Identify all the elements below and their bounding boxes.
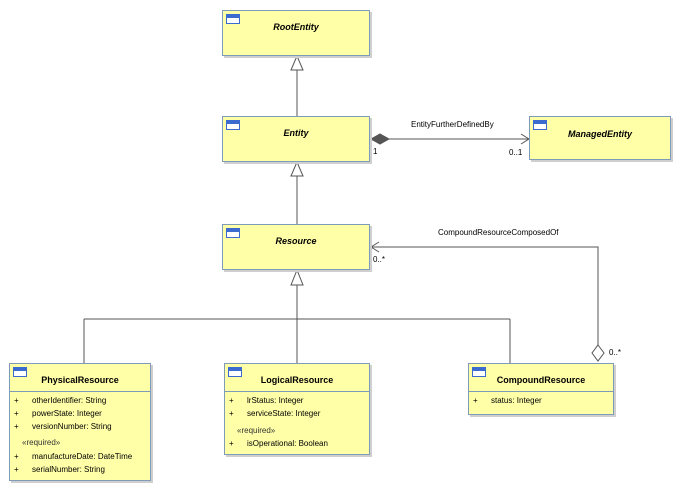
attribute-separator bbox=[10, 391, 150, 392]
association-name: EntityFurtherDefinedBy bbox=[411, 120, 494, 129]
attribute: +manufactureDate: DateTime bbox=[14, 452, 133, 461]
attribute-separator bbox=[225, 391, 369, 392]
multiplicity-label: 1 bbox=[373, 147, 378, 156]
class-icon bbox=[533, 120, 547, 130]
class-name: Resource bbox=[275, 236, 317, 246]
attribute: +lrStatus: Integer bbox=[229, 396, 304, 405]
generalization-arrow-root-entity bbox=[290, 54, 304, 71]
class-managed-entity[interactable]: ManagedEntity bbox=[529, 116, 671, 160]
multiplicity-label: 0..* bbox=[609, 348, 622, 357]
attribute: +serviceState: Integer bbox=[229, 409, 321, 418]
aggregation-diamond bbox=[591, 344, 605, 362]
attribute: +versionNumber: String bbox=[14, 422, 112, 431]
association-name: CompoundResourceComposedOf bbox=[438, 228, 559, 237]
class-compound-resource[interactable]: CompoundResource +status: Integer bbox=[468, 363, 614, 415]
class-icon bbox=[472, 367, 486, 377]
multiplicity-label: 0..* bbox=[373, 255, 386, 264]
association-arrow-resource bbox=[370, 241, 380, 253]
class-name: CompoundResource bbox=[496, 375, 586, 385]
class-physical-resource[interactable]: PhysicalResource +otherIdentifier: Strin… bbox=[9, 363, 151, 481]
stereotype-label: «required» bbox=[237, 426, 276, 435]
class-name: RootEntity bbox=[273, 22, 319, 32]
generalization-arrow-entity bbox=[290, 160, 304, 177]
composition-diamond bbox=[369, 133, 391, 145]
class-icon bbox=[226, 120, 240, 130]
class-name: Entity bbox=[283, 128, 309, 138]
class-logical-resource[interactable]: LogicalResource +lrStatus: Integer +serv… bbox=[224, 363, 370, 455]
generalization-arrow-resource bbox=[290, 268, 304, 286]
attribute-separator bbox=[469, 391, 613, 392]
class-icon bbox=[13, 367, 27, 377]
class-icon bbox=[226, 228, 240, 238]
class-resource[interactable]: Resource bbox=[222, 224, 370, 270]
stereotype-label: «required» bbox=[22, 438, 61, 447]
class-icon bbox=[228, 367, 242, 377]
attribute: +serialNumber: String bbox=[14, 465, 105, 474]
attribute: +powerState: Integer bbox=[14, 409, 102, 418]
attribute: +isOperational: Boolean bbox=[229, 439, 328, 448]
multiplicity-label: 0..1 bbox=[509, 148, 523, 157]
class-root-entity[interactable]: RootEntity bbox=[222, 10, 370, 56]
class-name: PhysicalResource bbox=[41, 375, 119, 385]
class-icon bbox=[226, 14, 240, 24]
class-entity[interactable]: Entity bbox=[222, 116, 370, 162]
class-name: ManagedEntity bbox=[567, 129, 632, 139]
attribute: +otherIdentifier: String bbox=[14, 396, 107, 405]
association-line-compound bbox=[371, 246, 599, 345]
class-name: LogicalResource bbox=[260, 375, 334, 385]
attribute: +status: Integer bbox=[473, 396, 542, 405]
